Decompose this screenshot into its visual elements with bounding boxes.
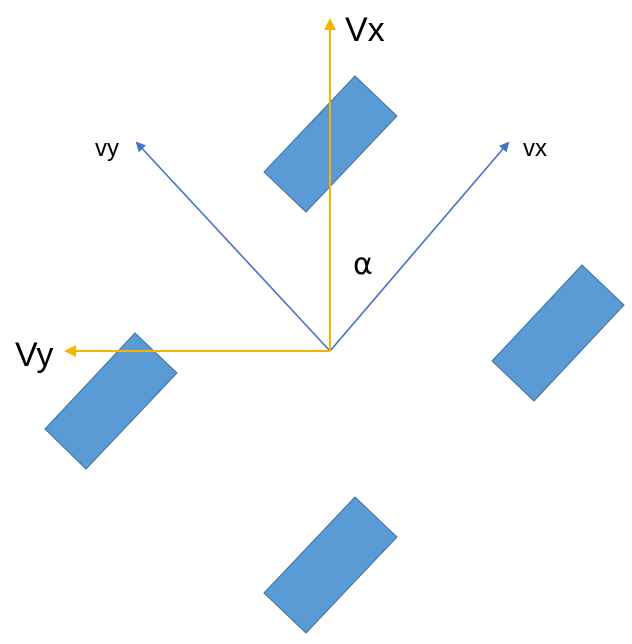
local-x-axis	[329, 141, 510, 352]
global-x-label: Vx	[345, 11, 385, 49]
wheel-right	[491, 264, 625, 402]
local-y-label: vy	[95, 135, 119, 162]
local-y-axis	[135, 141, 331, 352]
local-x-label: vx	[523, 135, 547, 162]
wheel-bottom	[263, 496, 398, 634]
global-y-label: Vy	[15, 336, 53, 374]
wheel-left	[44, 332, 178, 470]
angle-label: α	[353, 247, 373, 282]
